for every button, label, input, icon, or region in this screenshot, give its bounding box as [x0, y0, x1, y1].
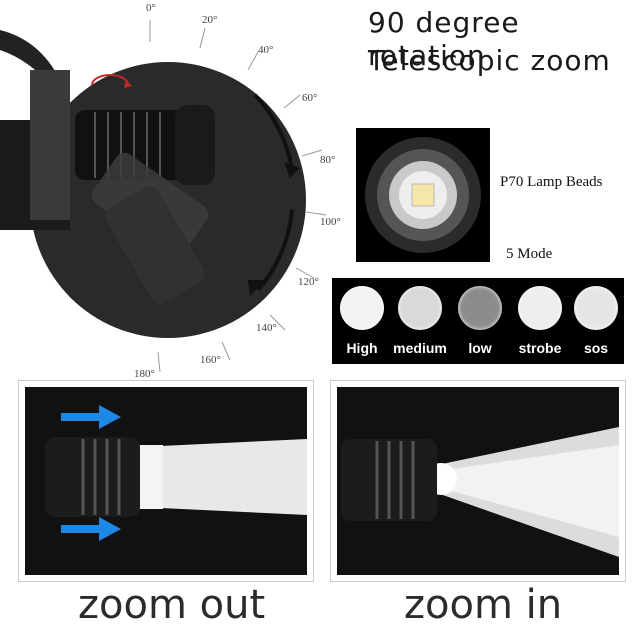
mode-low-icon — [458, 286, 502, 330]
mode-medium-label: medium — [393, 340, 447, 356]
mode-high: High — [334, 278, 390, 356]
mode-strobe: strobe — [512, 278, 568, 356]
degree-label-100: 100° — [320, 216, 341, 228]
headline-rotation: 90 degree rotation — [368, 6, 520, 72]
degree-label-120: 120° — [298, 276, 319, 288]
mode-medium: medium — [392, 278, 448, 356]
arrow-right-icon — [61, 405, 121, 429]
degree-label-160: 160° — [200, 354, 221, 366]
mode-sos: sos — [568, 278, 624, 356]
degree-label-40: 40° — [258, 44, 274, 56]
mode-low: low — [452, 278, 508, 356]
modes-strip: High medium low strobe sos — [332, 278, 624, 364]
zoom-out-panel — [18, 380, 314, 582]
mode-medium-icon — [398, 286, 442, 330]
mode-strobe-label: strobe — [518, 340, 562, 356]
mode-strobe-icon — [518, 286, 562, 330]
mode-high-icon — [340, 286, 384, 330]
mode-sos-icon — [574, 286, 618, 330]
degree-label-80: 80° — [320, 154, 336, 166]
zoom-out-label: zoom out — [78, 582, 266, 628]
mode-sos-label: sos — [583, 340, 609, 356]
degree-label-180: 180° — [134, 368, 155, 380]
degree-label-0: 0° — [146, 2, 156, 14]
headline-zoom: Telescopic zoom — [368, 44, 611, 77]
lamp-bead-photo — [356, 128, 490, 262]
rotation-illustration — [0, 20, 327, 373]
arrow-right-icon — [61, 517, 121, 541]
mode-low-label: low — [468, 340, 492, 356]
degree-label-20: 20° — [202, 14, 218, 26]
mode-high-label: High — [346, 340, 378, 356]
degree-label-60: 60° — [302, 92, 318, 104]
degree-label-140: 140° — [256, 322, 277, 334]
mode-count-label: 5 Mode — [506, 246, 553, 262]
zoom-in-label: zoom in — [404, 582, 563, 628]
lamp-beads-label: P70 Lamp Beads — [500, 174, 603, 190]
zoom-in-panel — [330, 380, 626, 582]
